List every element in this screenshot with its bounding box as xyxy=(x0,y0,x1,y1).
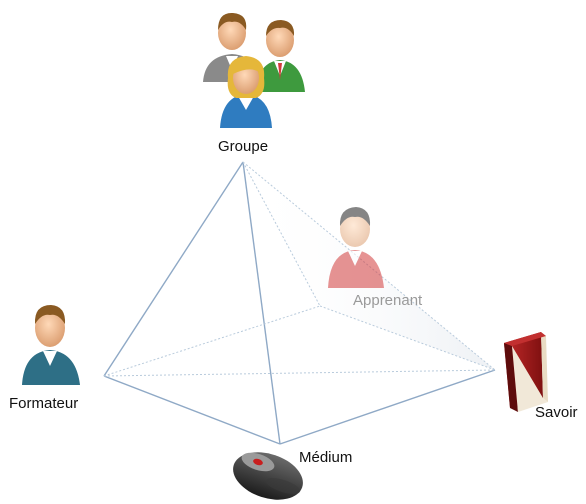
people-group-icon xyxy=(203,12,305,128)
label-savoir: Savoir xyxy=(535,404,578,421)
edge-apex-medium xyxy=(242,161,281,445)
edge-apex-formateur xyxy=(103,161,244,377)
edge-medium-savoir xyxy=(279,369,496,445)
edge-apex-savoir xyxy=(242,161,496,371)
edge-back-savoir xyxy=(319,305,496,371)
label-groupe: Groupe xyxy=(218,138,269,155)
label-medium: Médium xyxy=(299,449,353,466)
person-icon-apprenant xyxy=(328,207,384,288)
label-apprenant: Apprenant xyxy=(353,292,423,309)
edge-formateur-back xyxy=(103,305,321,377)
book-icon xyxy=(504,332,548,412)
edge-apex-back xyxy=(242,161,321,307)
person-icon-formateur xyxy=(22,305,80,385)
pyramid xyxy=(103,161,496,445)
computer-mouse-icon xyxy=(233,452,303,500)
edge-formateur-savoir xyxy=(103,369,496,377)
label-formateur: Formateur xyxy=(9,395,79,412)
edge-formateur-medium xyxy=(103,375,281,445)
